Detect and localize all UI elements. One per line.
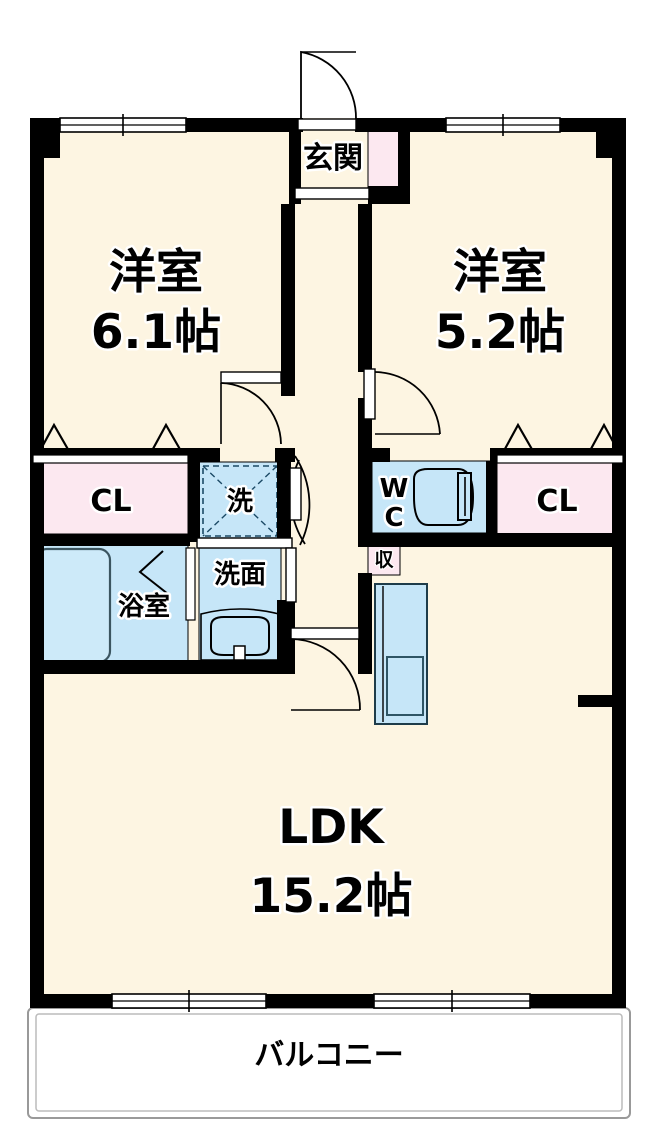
bath-sliding-door-icon [185,547,196,621]
closet-left-door-track [32,454,189,464]
wall-south-mid [266,994,374,1008]
storage-label: 収 [374,549,394,571]
balcony-inner [35,1013,623,1112]
entrance-door-icon [297,50,357,131]
entrance-label: 玄関 [303,141,363,176]
ldk-name: LDK [278,800,385,855]
wc-label-line1: W [380,474,409,504]
wall-south-left [30,994,112,1008]
kitchen-counter-icon [374,583,428,725]
wall-bedroom-right-bottom-a [366,448,390,462]
closet-left-fold-2 [147,422,186,459]
wall-cl-washer-divider [188,448,200,542]
wall-genkan-left [289,118,301,204]
wall-kitchen-left-upper [358,573,372,669]
window-ldk-right-icon [373,990,531,1012]
bedroom-left-area: 6.1帖 [91,305,221,360]
washbasin-label: 洗面 [214,560,266,590]
closet-right-fill [496,461,624,535]
fixtures [34,465,475,725]
wall-genkan-top-right [355,118,405,132]
wall-genkan-right [398,118,410,204]
bedroom-left-door-icon [220,371,282,445]
washbasin-icon [200,608,280,661]
wall-south-right [530,994,626,1008]
wall-closet-left-bottom [30,534,190,546]
wall-corridor-right-upper [358,204,372,372]
wall-kitchen-left-lower [358,660,372,674]
washroom-side-door-icon [285,547,297,603]
wall-washroom-right-upper [277,448,291,548]
window-bedroom-right-icon [445,114,561,136]
wall-bath-bottom [30,660,295,674]
wall-wc-left [358,461,372,535]
ldk-door-icon [290,627,361,711]
toilet-icon [413,468,475,526]
bath-door-direction-icon [138,550,169,595]
wall-north-mid-left [186,118,296,132]
wall-closet-right-bottom [490,533,626,547]
wall-wc-bottom [358,533,492,547]
closet-left-fill [32,461,189,535]
wc-label-line2: C [384,503,403,533]
closet-right-fold-1 [499,422,538,459]
wc-door-icon [289,467,302,521]
wall-wc-right [486,461,497,537]
window-bedroom-left-icon [59,114,187,136]
washing-machine-space-icon [202,465,278,537]
wall-genkan-bottom-right [368,186,410,204]
room-labels: 洋室 6.1帖 洋室 5.2帖 玄関 CL CL 洗 洗面 浴室 W C 収 L… [88,139,580,927]
window-ldk-left-icon [111,990,267,1012]
closet-right-door-track [496,454,624,464]
bedroom-right-door-icon [363,368,441,435]
closet-left-label: CL [90,484,131,519]
closet-right-label: CL [536,484,577,519]
washer-label: 洗 [227,487,253,517]
wall-west [30,118,44,1008]
wall-corridor-lower-left [281,600,295,670]
bathtub-icon [34,547,112,664]
openings [32,50,624,1012]
balcony-label: バルコニー [254,1038,403,1073]
bedroom-left-name: 洋室 [109,245,203,300]
balcony-area: バルコニー [27,1007,631,1119]
bedroom-right-name: 洋室 [453,245,547,300]
bedroom-right-area: 5.2帖 [435,305,565,360]
wall-east-stub [578,695,618,707]
bathroom-label: 浴室 [118,591,170,622]
ldk-area: 15.2帖 [250,869,413,924]
genkan-threshold-icon [294,187,370,200]
wall-east [612,118,626,1008]
wall-corridor-left-upper [281,204,295,396]
